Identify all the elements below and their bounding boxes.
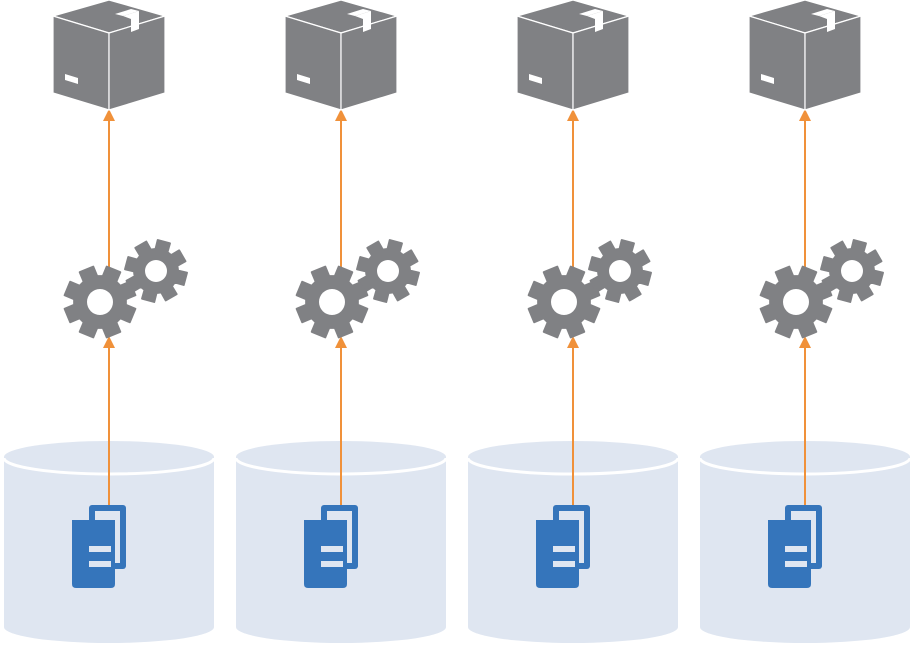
package-label (65, 74, 78, 84)
package-tape-side (587, 11, 603, 32)
package-right-face (572, 15, 630, 111)
large-gear-hole (551, 289, 577, 315)
arrow-documents-to-gears-head (335, 336, 347, 348)
arrow-gears-to-package (335, 109, 347, 276)
package-label (761, 74, 774, 84)
arrow-documents-to-gears (567, 336, 579, 507)
documents-icon (536, 505, 590, 588)
gears-icon (63, 239, 188, 339)
package-tape (811, 9, 835, 16)
gears-icon (295, 239, 420, 339)
small-gear-hole (609, 260, 631, 282)
arrow-documents-to-gears-head (567, 336, 579, 348)
package-left-face (516, 15, 574, 111)
large-gear-hole (87, 289, 113, 315)
package-icon (516, 0, 630, 111)
gears-icon (759, 239, 884, 339)
document-line-1 (785, 546, 807, 552)
document-line-2 (89, 561, 111, 567)
pipeline-4 (698, 0, 912, 643)
package-tape-side (355, 11, 371, 32)
small-gear-hole (145, 260, 167, 282)
package-right-face (108, 15, 166, 111)
documents-icon (304, 505, 358, 588)
package-tape-side (819, 11, 835, 32)
package-label (297, 74, 310, 84)
package-tape (347, 9, 371, 16)
pipeline-2 (234, 0, 448, 643)
package-left-face (52, 15, 110, 111)
document-line-1 (553, 546, 575, 552)
package-right-face (804, 15, 862, 111)
small-gear-hole (377, 260, 399, 282)
arrow-documents-to-gears (103, 336, 115, 507)
arrow-gears-to-package (567, 109, 579, 276)
document-line-2 (321, 561, 343, 567)
documents-icon (72, 505, 126, 588)
package-left-face (284, 15, 342, 111)
document-line-1 (321, 546, 343, 552)
arrow-documents-to-gears-head (103, 336, 115, 348)
document-line-2 (785, 561, 807, 567)
arrow-documents-to-gears-head (799, 336, 811, 348)
pipeline-3 (466, 0, 680, 643)
package-icon (284, 0, 398, 111)
document-line-2 (553, 561, 575, 567)
front-document (536, 520, 579, 588)
pipeline-1 (2, 0, 216, 643)
gears-icon (527, 239, 652, 339)
package-right-face (340, 15, 398, 111)
document-line-1 (89, 546, 111, 552)
documents-icon (768, 505, 822, 588)
arrow-gears-to-package-head (335, 109, 347, 121)
package-icon (52, 0, 166, 111)
arrow-gears-to-package (799, 109, 811, 276)
arrow-gears-to-package-head (799, 109, 811, 121)
large-gear-hole (319, 289, 345, 315)
package-label (529, 74, 542, 84)
package-left-face (748, 15, 806, 111)
arrow-gears-to-package-head (567, 109, 579, 121)
arrow-gears-to-package-head (103, 109, 115, 121)
front-document (72, 520, 115, 588)
arrow-gears-to-package (103, 109, 115, 276)
front-document (304, 520, 347, 588)
package-icon (748, 0, 862, 111)
arrow-documents-to-gears (799, 336, 811, 507)
package-tape (115, 9, 139, 16)
front-document (768, 520, 811, 588)
arrow-documents-to-gears (335, 336, 347, 507)
small-gear-hole (841, 260, 863, 282)
package-tape (579, 9, 603, 16)
large-gear-hole (783, 289, 809, 315)
package-tape-side (123, 11, 139, 32)
